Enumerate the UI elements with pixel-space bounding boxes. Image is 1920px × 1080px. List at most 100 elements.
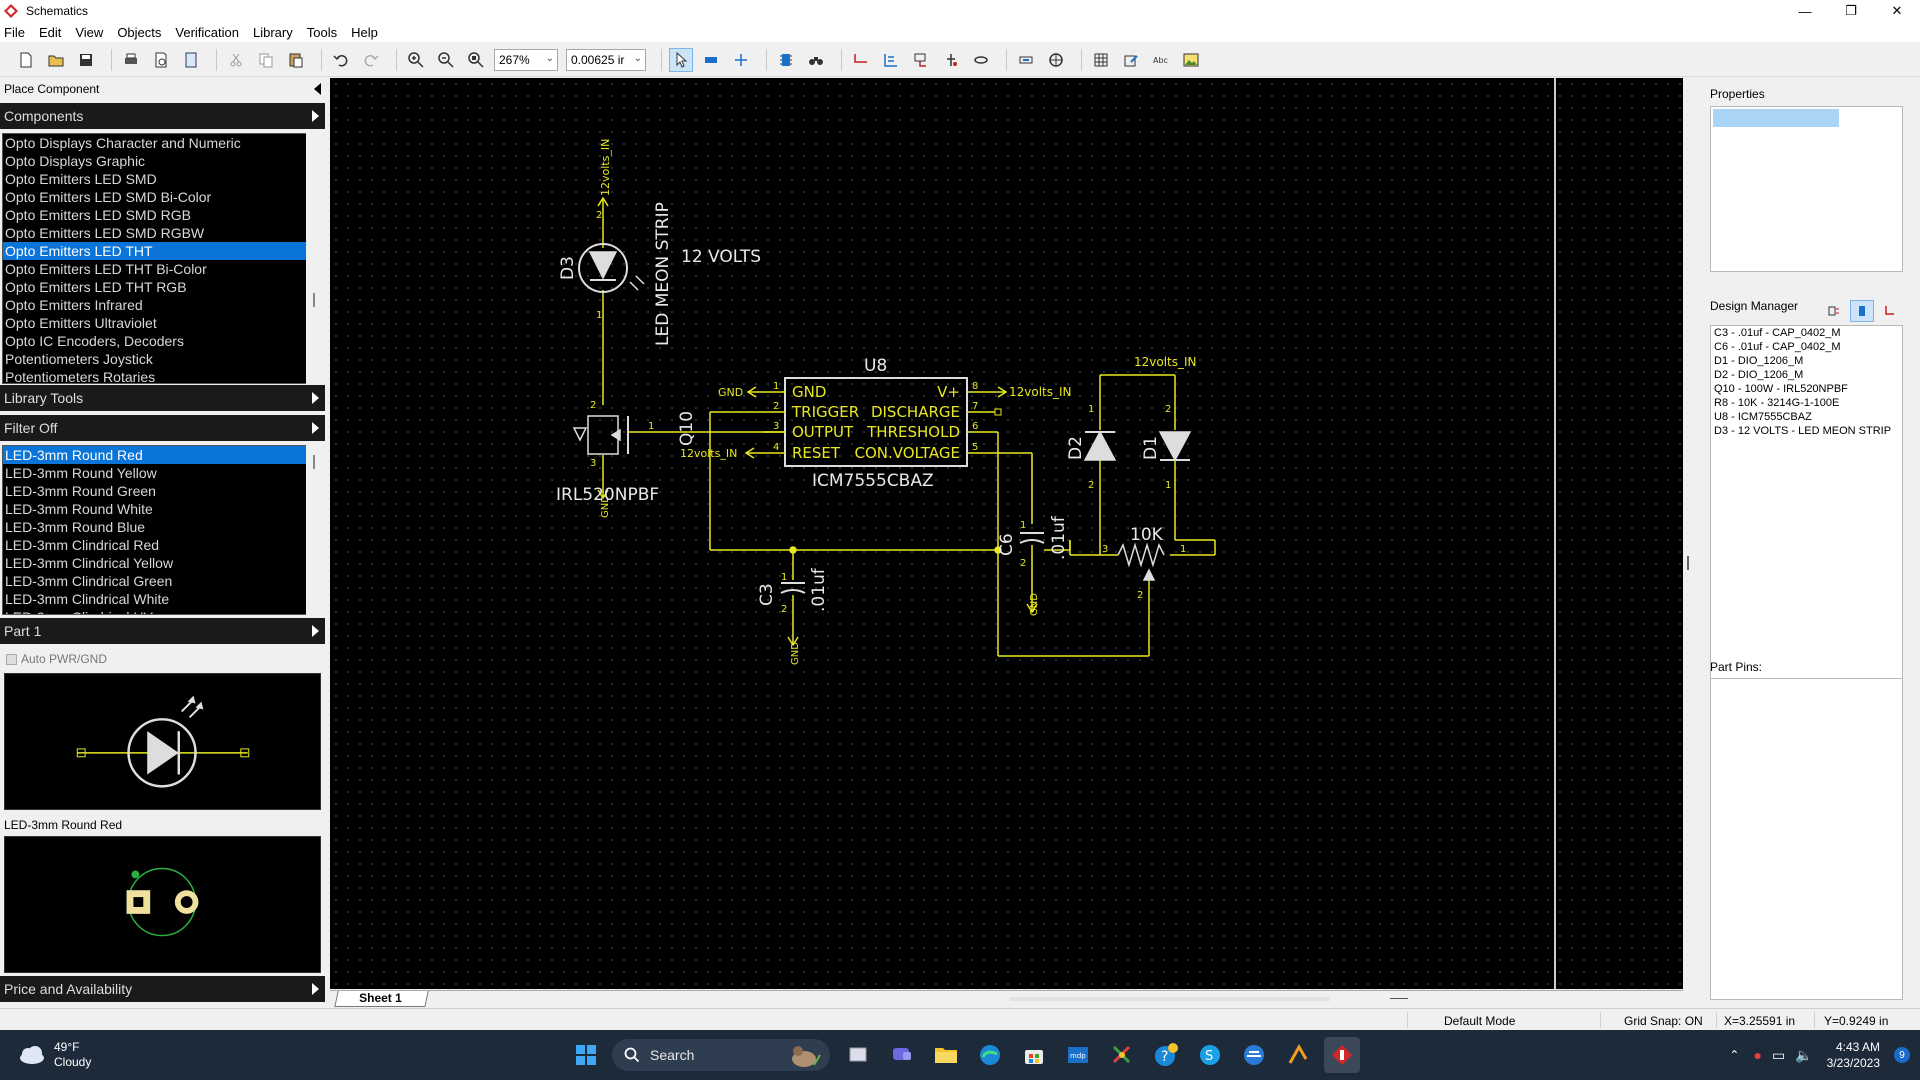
price-availability-header[interactable]: Price and Availability bbox=[0, 976, 325, 1002]
select-pointer-icon[interactable] bbox=[669, 47, 693, 72]
taskbar-search[interactable]: Search bbox=[612, 1039, 830, 1071]
components-scrollbar[interactable] bbox=[306, 133, 323, 384]
windows-start-icon[interactable] bbox=[568, 1037, 604, 1073]
menu-tools[interactable]: Tools bbox=[306, 24, 338, 40]
place-part-icon[interactable] bbox=[699, 48, 723, 72]
open-folder-icon[interactable] bbox=[44, 48, 68, 72]
bus-entry-icon[interactable] bbox=[1014, 48, 1038, 72]
part-item[interactable]: LED-3mm Clindrical Red bbox=[5, 537, 160, 553]
design-manager-item[interactable]: C3 - .01uf - CAP_0402_M bbox=[1714, 327, 1841, 339]
undo-icon[interactable] bbox=[329, 48, 353, 72]
menu-help[interactable]: Help bbox=[351, 24, 378, 40]
paste-icon[interactable] bbox=[284, 48, 308, 72]
binoculars-icon[interactable] bbox=[804, 48, 828, 72]
component-category-item[interactable]: Opto Displays Character and Numeric bbox=[5, 135, 241, 151]
tab-sheet-1[interactable]: Sheet 1 bbox=[334, 991, 429, 1007]
design-manager-item[interactable]: D1 - DIO_1206_M bbox=[1714, 355, 1804, 367]
menu-library[interactable]: Library bbox=[252, 24, 293, 40]
component-category-item[interactable]: Potentiometers Joystick bbox=[5, 351, 153, 367]
myob-app-icon[interactable]: mdp bbox=[1060, 1037, 1096, 1073]
chip-icon[interactable] bbox=[774, 48, 798, 72]
part-item[interactable]: LED-3mm Round Yellow bbox=[5, 465, 157, 481]
file-explorer-icon[interactable] bbox=[928, 1037, 964, 1073]
properties-grid[interactable] bbox=[1710, 106, 1903, 272]
schematic-canvas[interactable]: 12volts_IN 2 1 2 1 3 GND GND 12volts_IN … bbox=[330, 78, 1683, 989]
property-row-selected[interactable] bbox=[1713, 109, 1839, 127]
edit-graphic-icon[interactable] bbox=[1119, 48, 1143, 72]
part-item[interactable]: LED-3mm Clindrical Yellow bbox=[5, 555, 174, 571]
design-manager-item[interactable]: R8 - 10K - 3214G-1-100E bbox=[1714, 397, 1840, 409]
parts-scrollbar[interactable] bbox=[306, 445, 323, 615]
zoom-in-icon[interactable] bbox=[404, 48, 428, 72]
component-category-item[interactable]: Opto Emitters Ultraviolet bbox=[5, 315, 157, 331]
edge-browser-icon[interactable] bbox=[972, 1037, 1008, 1073]
remote-app-icon[interactable] bbox=[1236, 1037, 1272, 1073]
components-header[interactable]: Components bbox=[0, 103, 325, 129]
menu-file[interactable]: File bbox=[4, 24, 25, 40]
net-label-icon[interactable] bbox=[909, 48, 933, 72]
task-view-icon[interactable] bbox=[840, 1037, 876, 1073]
part-item[interactable]: LED-3mm Clindrical White bbox=[5, 591, 170, 607]
design-manager-item[interactable]: D3 - 12 VOLTS - LED MEON STRIP bbox=[1714, 425, 1892, 437]
cut-icon[interactable] bbox=[224, 48, 248, 72]
part-item[interactable]: LED-3mm Round White bbox=[5, 501, 153, 517]
panel-splitter[interactable] bbox=[1684, 78, 1692, 1006]
component-category-item[interactable]: Opto Displays Graphic bbox=[5, 153, 146, 169]
print-icon[interactable] bbox=[119, 48, 143, 72]
volume-icon[interactable]: 🔈 bbox=[1795, 1046, 1813, 1063]
redo-icon[interactable] bbox=[359, 48, 383, 72]
image-icon[interactable] bbox=[1179, 48, 1203, 72]
part-item[interactable]: LED-3mm Round Green bbox=[5, 483, 156, 499]
design-manager-item[interactable]: C6 - .01uf - CAP_0402_M bbox=[1714, 341, 1841, 353]
component-category-item[interactable]: Opto Emitters LED THT Bi-Color bbox=[5, 261, 207, 277]
design-manager-list[interactable]: C3 - .01uf - CAP_0402_M C6 - .01uf - CAP_… bbox=[1710, 325, 1903, 733]
design-manager-item[interactable]: U8 - ICM7555CBAZ bbox=[1714, 411, 1812, 423]
minimize-button[interactable]: — bbox=[1798, 3, 1812, 19]
menu-verification[interactable]: Verification bbox=[175, 24, 239, 40]
weather-widget[interactable]: 49°F Cloudy bbox=[18, 1040, 91, 1070]
schematics-app-taskbar-icon[interactable] bbox=[1324, 1037, 1360, 1073]
power-port-icon[interactable] bbox=[939, 48, 963, 72]
route-wire-icon[interactable] bbox=[849, 48, 873, 72]
microsoft-store-icon[interactable] bbox=[1016, 1037, 1052, 1073]
zoom-level-combo[interactable]: 267%⌄ bbox=[494, 48, 558, 71]
network-icon[interactable]: ▭ bbox=[1771, 1046, 1786, 1063]
menu-view[interactable]: View bbox=[75, 24, 104, 40]
vpn-icon[interactable]: ● bbox=[1753, 1047, 1762, 1063]
part-item[interactable]: LED-3mm Round Blue bbox=[5, 519, 146, 535]
part-pins-list[interactable] bbox=[1710, 678, 1903, 1000]
print-preview-icon[interactable] bbox=[149, 48, 173, 72]
grid-size-combo[interactable]: 0.00625 ir⌄ bbox=[566, 48, 646, 71]
copy-icon[interactable] bbox=[254, 48, 278, 72]
component-category-item[interactable]: Opto Emitters Infrared bbox=[5, 297, 143, 313]
component-category-item[interactable]: Opto Emitters LED SMD Bi-Color bbox=[5, 189, 212, 205]
part-item[interactable]: LED-3mm Round Red bbox=[3, 446, 306, 464]
tools-app-icon[interactable] bbox=[1104, 1037, 1140, 1073]
menu-edit[interactable]: Edit bbox=[38, 24, 62, 40]
component-category-item[interactable]: Opto Emitters LED SMD bbox=[5, 171, 157, 187]
close-button[interactable]: ✕ bbox=[1891, 3, 1903, 18]
collapse-panel-icon[interactable] bbox=[314, 83, 321, 95]
part-item[interactable]: LED-3mm Clindrical UV bbox=[3, 608, 306, 614]
component-category-item[interactable]: Opto Emitters LED THT RGB bbox=[5, 279, 187, 295]
component-category-item[interactable]: Potentiometers Rotaries bbox=[5, 369, 156, 384]
bus-icon[interactable] bbox=[879, 48, 903, 72]
chat-icon[interactable] bbox=[884, 1037, 920, 1073]
component-category-item[interactable]: Opto Emitters LED SMD RGBW bbox=[5, 225, 205, 241]
help-app-icon[interactable]: ? bbox=[1148, 1037, 1184, 1073]
text-tool-icon[interactable]: Abc bbox=[1149, 48, 1173, 72]
zoom-out-icon[interactable] bbox=[434, 48, 458, 72]
zoom-fit-icon[interactable] bbox=[464, 48, 488, 72]
design-tool-icon[interactable] bbox=[1280, 1037, 1316, 1073]
save-icon[interactable] bbox=[74, 48, 98, 72]
design-manager-item[interactable]: D2 - DIO_1206_M bbox=[1714, 369, 1804, 381]
horizontal-scrollbar[interactable] bbox=[1010, 997, 1330, 1001]
page-setup-icon[interactable] bbox=[179, 48, 203, 72]
no-connect-icon[interactable] bbox=[969, 48, 993, 72]
menu-objects[interactable]: Objects bbox=[117, 24, 162, 40]
maximize-button[interactable]: ❐ bbox=[1845, 3, 1857, 18]
nets-view-icon[interactable] bbox=[1878, 300, 1902, 322]
table-icon[interactable] bbox=[1089, 48, 1113, 72]
